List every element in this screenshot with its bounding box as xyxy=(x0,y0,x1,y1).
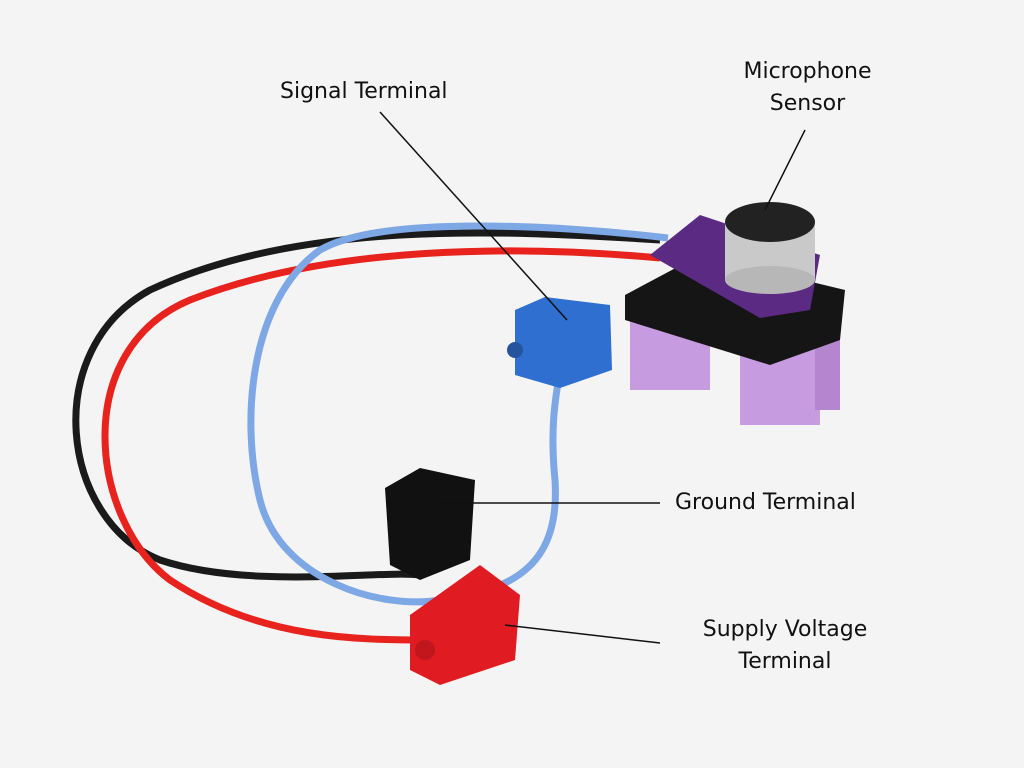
ground-terminal-label: Ground Terminal xyxy=(675,490,856,515)
signal-terminal-label: Signal Terminal xyxy=(280,79,448,104)
microphone-label-line1: Microphone xyxy=(743,59,872,84)
signal-wire xyxy=(247,222,669,606)
supply-wire xyxy=(101,247,661,644)
microphone-capsule xyxy=(725,202,815,294)
ground-wire xyxy=(72,229,661,581)
ground-terminal-block xyxy=(385,468,475,580)
supply-label-line2: Terminal xyxy=(738,649,832,674)
signal-terminal-block xyxy=(507,297,612,388)
supply-label-line1: Supply Voltage xyxy=(702,617,868,642)
microphone-leader-line xyxy=(764,129,806,211)
supply-terminal-block xyxy=(410,565,520,685)
signal-leader-line xyxy=(379,111,568,321)
supply-voltage-terminal-label: Supply Voltage Terminal xyxy=(680,614,890,678)
microphone-sensor-label: Microphone Sensor xyxy=(725,56,890,120)
supply-leader-line xyxy=(504,624,661,644)
microphone-label-line2: Sensor xyxy=(769,91,846,116)
